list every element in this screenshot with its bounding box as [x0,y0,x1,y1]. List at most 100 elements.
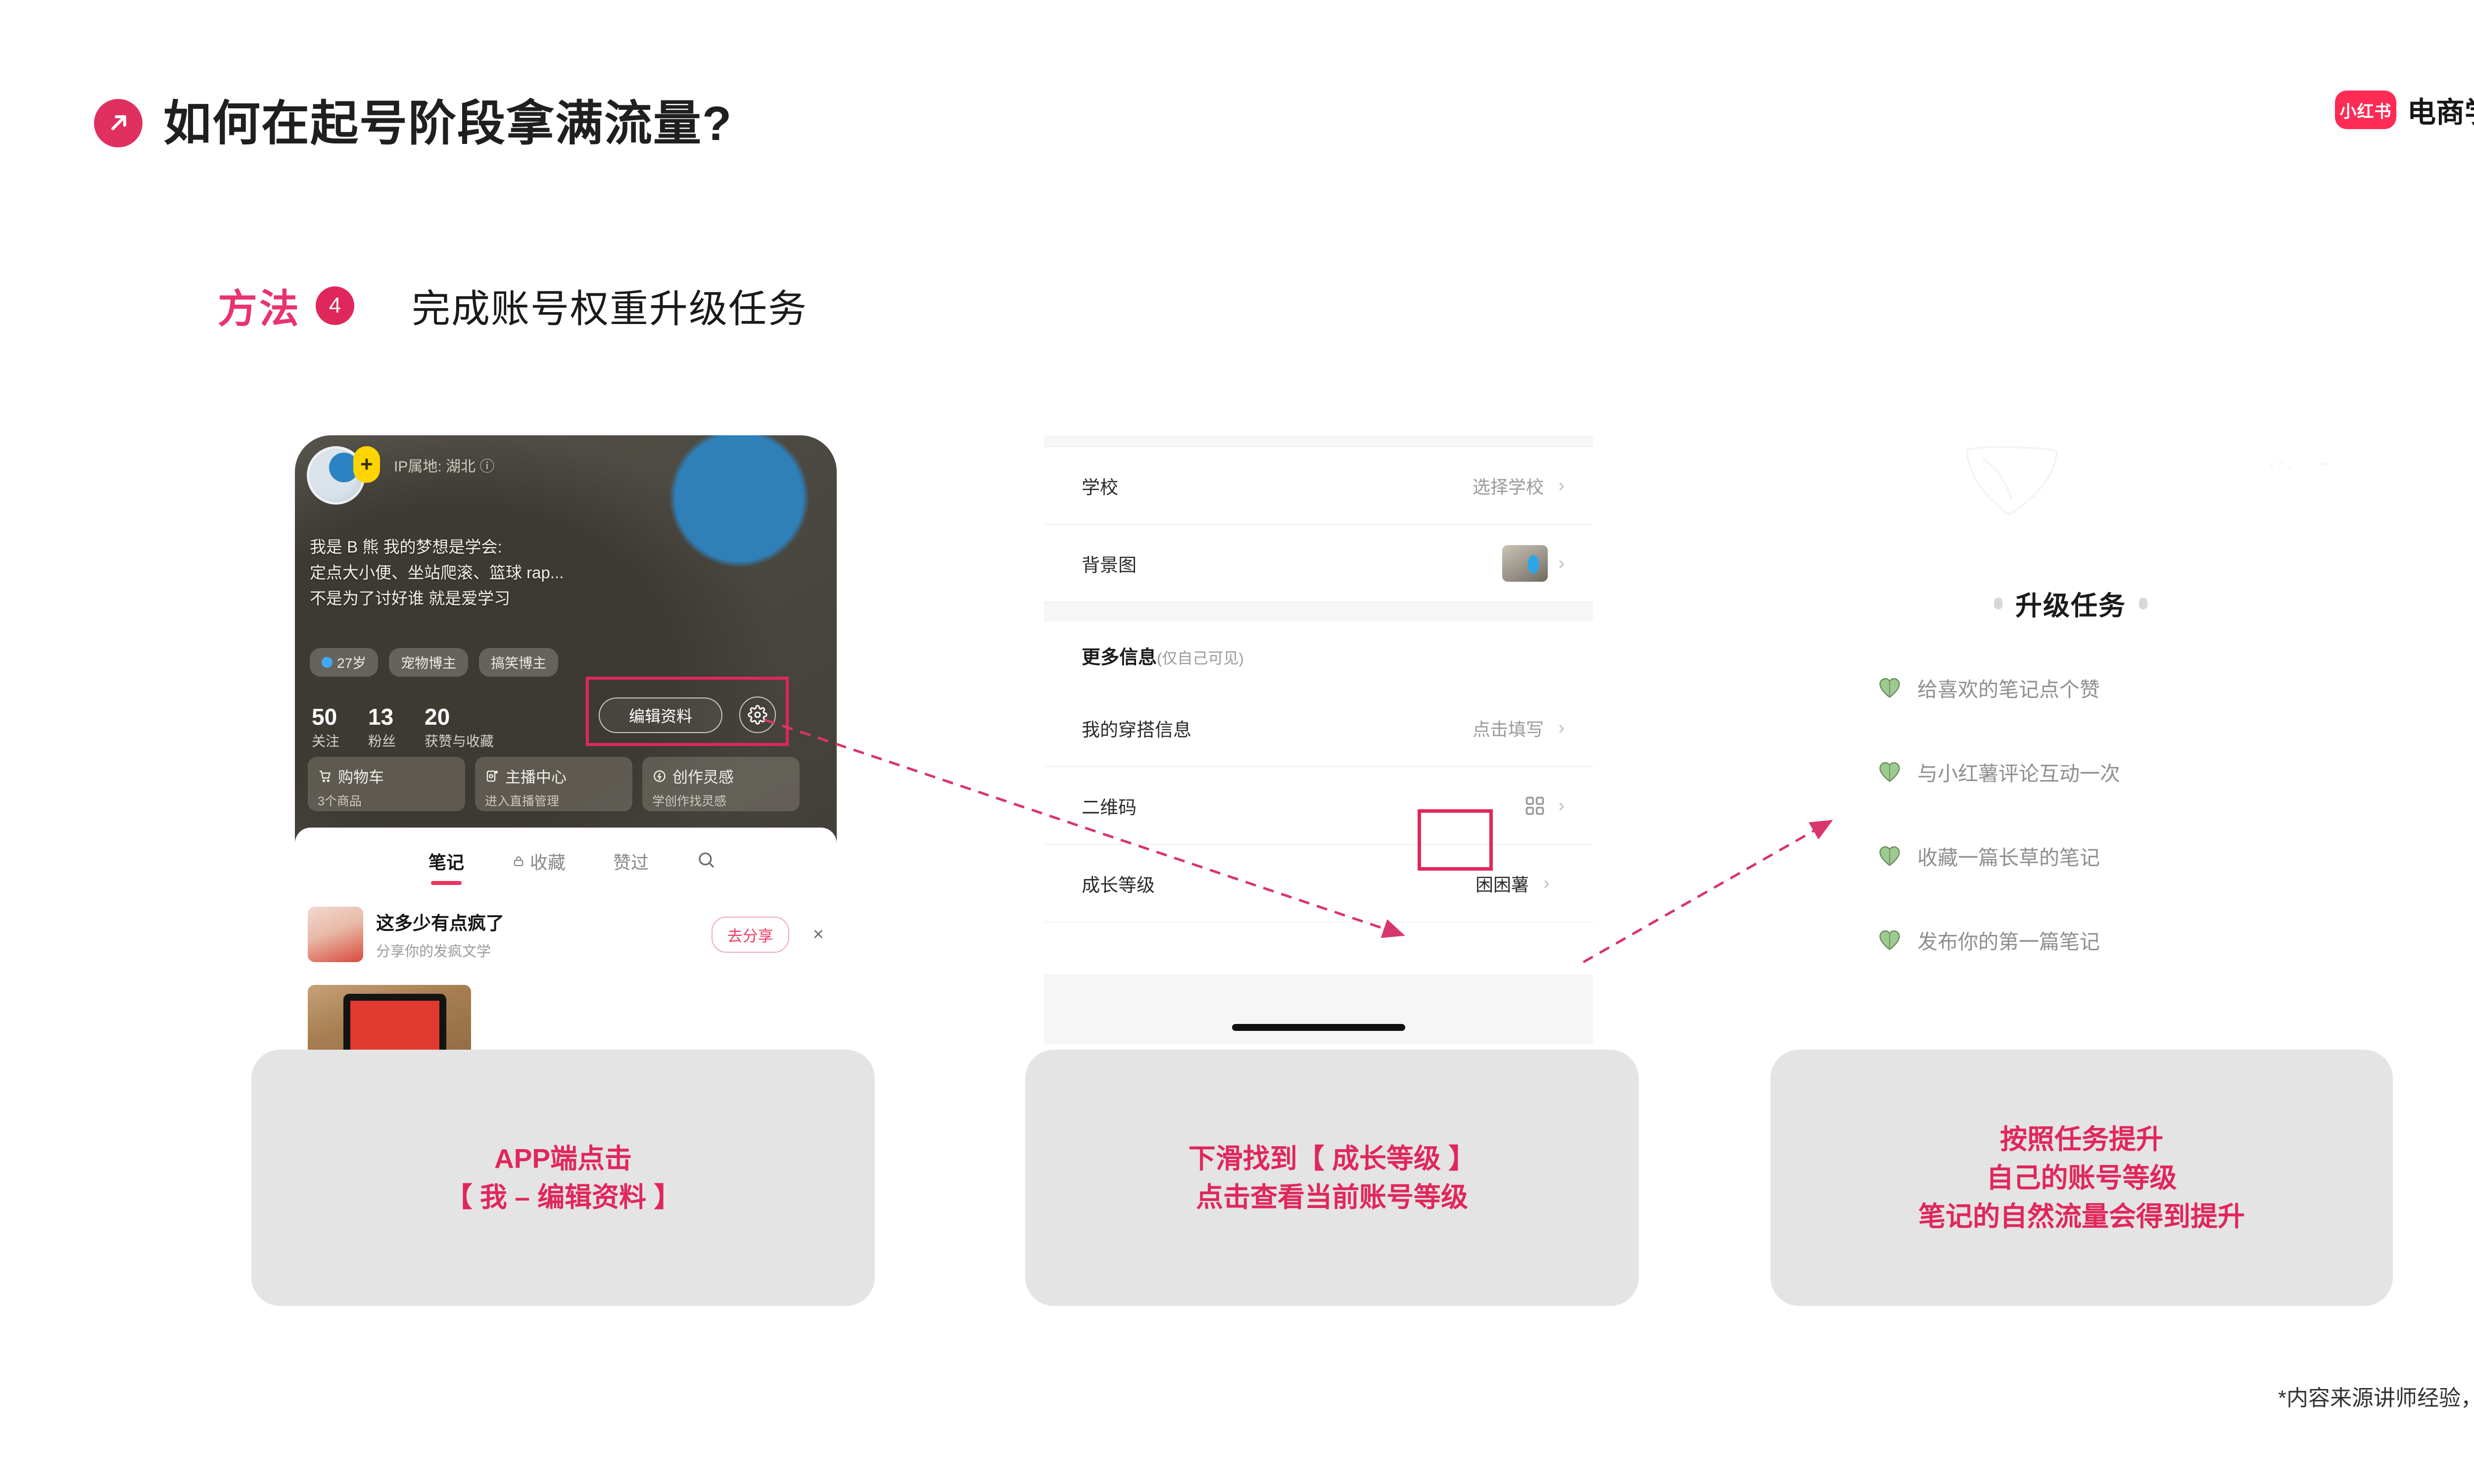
tag-pet-blogger[interactable]: 宠物博主 [389,648,469,677]
green-heart-icon [1879,930,1900,951]
stat-followers-value: 13 [368,704,394,730]
section-more-info-label: 更多信息(仅自己可见) [1082,642,1244,669]
arrow-up-right-icon [94,99,143,147]
phone-screenshot-upgrade-tasks: 升级任务 给喜欢的笔记点个赞 与小红薯评论互动一次 收藏一篇长草的笔记 发布你的… [1789,435,2353,1044]
row-school-label: 学校 [1082,477,1118,498]
row-qrcode[interactable]: 二维码 › [1044,767,1593,845]
add-badge-icon[interactable]: + [353,446,380,483]
phone-screenshot-profile: + IP属地: 湖北 ⓘ 我是 B 熊 我的梦想是学会: 定点大小便、坐站爬滚、… [295,435,837,1060]
row-growth-level[interactable]: 成长等级 困困薯 › [1044,845,1593,923]
quick-entry-inspiration[interactable]: 创作灵感 学创作找灵感 [642,757,800,811]
ip-location-label: IP属地: 湖北 ⓘ [394,459,495,475]
brand-name: 电商学习中心 [2407,96,2474,129]
tab-liked[interactable]: 赞过 [613,848,649,874]
share-banner: 这多少有点疯了 分享你的发疯文学 去分享 × [308,897,824,972]
search-icon[interactable] [696,850,717,873]
tag-age[interactable]: 27岁 [310,648,379,677]
green-heart-icon [1879,678,1900,698]
chevron-right-icon: › [1543,873,1550,893]
tag-funny-blogger[interactable]: 搞笑博主 [479,648,559,677]
tag-pet-label: 宠物博主 [401,655,457,671]
quick-entry-cart-title: 购物车 [338,769,384,786]
profile-content-sheet: 笔记 收藏 赞过 这多少有点疯了 分享你的发疯文学 [295,828,837,1060]
page-title: 如何在起号阶段拿满流量? [163,96,733,150]
caption-3-line-1: 按照任务提升 [1999,1123,2163,1155]
live-icon [486,770,498,782]
edit-profile-button[interactable]: 编辑资料 [599,697,722,733]
profile-tags: 27岁 宠物博主 搞笑博主 [310,648,559,677]
stat-followers[interactable]: 13 粉丝 [368,705,396,750]
home-indicator [1232,1024,1405,1031]
row-school[interactable]: 学校 选择学校 › [1044,447,1593,525]
decorative-dots-icon [2270,461,2331,469]
banner-subtitle: 分享你的发疯文学 [376,944,491,960]
task-item-1-label: 给喜欢的笔记点个赞 [1917,678,2100,701]
list-section-spacer [1044,603,1593,621]
quick-entry-live[interactable]: 主播中心 进入直播管理 [475,757,632,811]
profile-stats: 50 关注 13 粉丝 20 获赞与收藏 [312,705,494,750]
upgrade-tasks-title-text: 升级任务 [2015,591,2126,621]
task-item-4[interactable]: 发布你的第一篇笔记 [1878,925,2100,955]
profile-bio: 我是 B 熊 我的梦想是学会: 定点大小便、坐站爬滚、篮球 rap... 不是为… [310,534,745,611]
chevron-right-icon: › [1558,795,1565,816]
title-dot-left [1994,597,2002,609]
note-thumbnail[interactable] [308,985,471,1060]
row-growth-level-label: 成长等级 [1082,875,1155,895]
edit-profile-button-wrap: 编辑资料 [599,697,722,733]
tag-funny-label: 搞笑博主 [491,655,547,671]
banner-title: 这多少有点疯了 [376,913,504,933]
green-heart-icon [1879,762,1900,783]
settings-list: 学校 选择学校 › 背景图 › 更多信息(仅自己可见) 我的穿搭信息 点击填写 … [1044,435,1593,923]
stat-following-value: 50 [312,704,337,730]
stat-likes-collects[interactable]: 20 获赞与收藏 [425,705,494,750]
stat-followers-label: 粉丝 [368,734,396,749]
green-heart-icon [1879,846,1900,867]
qr-code-icon[interactable] [1524,795,1546,817]
tab-notes[interactable]: 笔记 [428,848,464,874]
go-share-button[interactable]: 去分享 [711,916,789,953]
phone-bottom-area [1044,974,1593,1044]
banner-thumbnail [308,907,363,962]
bio-line-3: 不是为了讨好谁 就是爱学习 [310,589,511,608]
tab-collections-label: 收藏 [530,852,566,873]
background-thumbnail[interactable] [1502,545,1548,582]
quick-entry-cart[interactable]: 购物车 3个商品 [308,757,465,811]
caption-3-line-2: 自己的账号等级 [1986,1162,2177,1193]
stat-following[interactable]: 50 关注 [312,705,339,750]
method-label: 方法 [218,287,301,331]
gear-icon[interactable] [739,696,776,733]
highlight-box-edit-profile [586,677,789,746]
chevron-right-icon: › [1558,475,1565,496]
close-icon[interactable]: × [812,924,824,945]
lock-icon [514,856,523,866]
caption-3-line-3: 笔记的自然流量会得到提升 [1918,1201,2245,1232]
task-item-4-label: 发布你的第一篇笔记 [1917,930,2100,953]
tab-collections[interactable]: 收藏 [512,848,566,874]
bulb-icon [654,770,666,782]
task-item-3[interactable]: 收藏一篇长草的笔记 [1878,841,2100,871]
tag-age-label: 27岁 [337,655,367,671]
quick-entry-inspiration-sub: 学创作找灵感 [652,794,727,808]
section-more-info: 更多信息(仅自己可见) [1044,621,1593,690]
footer-note: *内容来源讲师经验，仅供参考 [2278,1386,2474,1410]
row-outfit-info[interactable]: 我的穿搭信息 点击填写 › [1044,690,1593,767]
quick-entry-live-sub: 进入直播管理 [485,794,560,808]
task-item-2-label: 与小红薯评论互动一次 [1917,762,2120,785]
task-item-2[interactable]: 与小红薯评论互动一次 [1878,757,2120,787]
method-number-badge: 4 [316,286,354,325]
brand-logo: 小红书 电商学习中心 [2334,89,2474,131]
quick-entry-inspiration-title: 创作灵感 [672,769,734,786]
chevron-right-icon: › [1558,553,1565,573]
section-more-info-sub: (仅自己可见) [1157,649,1244,667]
row-background-image[interactable]: 背景图 › [1044,525,1593,603]
task-item-3-label: 收藏一篇长草的笔记 [1917,846,2100,869]
decorative-sketch-icon [1965,446,2058,516]
highlight-box-growth-level [1418,809,1493,871]
profile-tabs: 笔记 收藏 赞过 [295,838,837,884]
list-top-spacer [1044,435,1593,447]
bio-line-1: 我是 B 熊 我的梦想是学会: [310,538,502,556]
section-more-info-title: 更多信息 [1082,647,1157,668]
task-item-1[interactable]: 给喜欢的笔记点个赞 [1878,673,2100,702]
chevron-right-icon: › [1558,717,1565,738]
xiaohongshu-logo-icon: 小红书 [2334,91,2396,129]
